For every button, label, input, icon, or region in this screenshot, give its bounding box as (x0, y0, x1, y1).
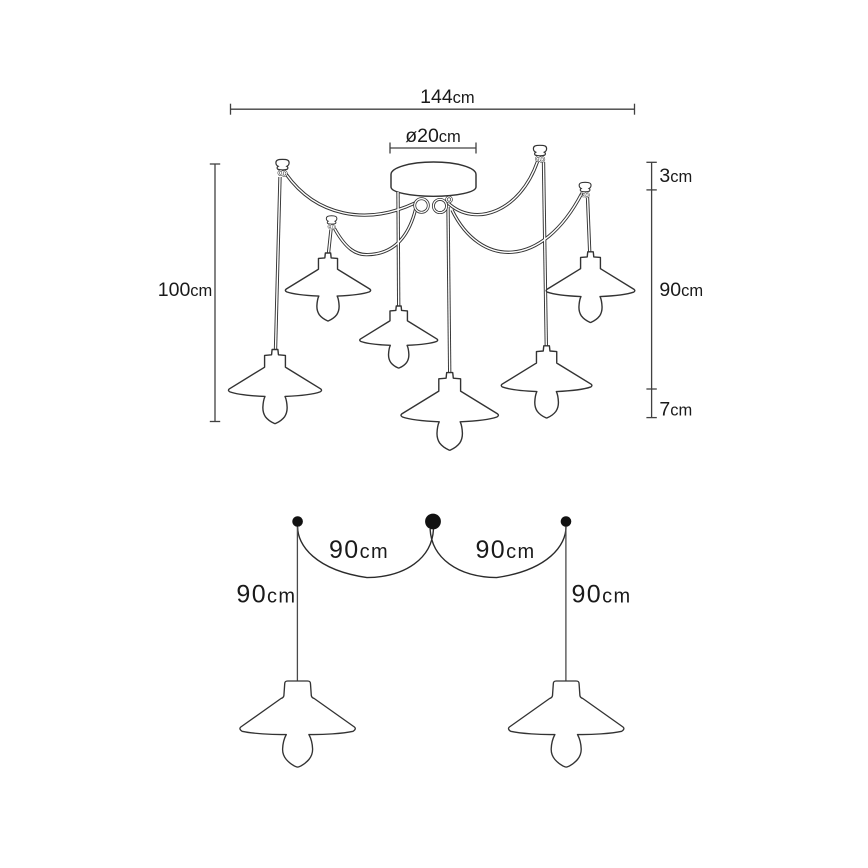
svg-text:7cm: 7cm (659, 399, 692, 421)
svg-text:100cm: 100cm (158, 279, 213, 301)
svg-text:90cm: 90cm (659, 279, 703, 301)
svg-text:90cm: 90cm (329, 536, 389, 564)
svg-text:3cm: 3cm (659, 165, 692, 187)
svg-text:90cm: 90cm (236, 581, 296, 609)
svg-text:90cm: 90cm (572, 581, 632, 609)
svg-text:ø20cm: ø20cm (405, 125, 461, 147)
svg-text:90cm: 90cm (475, 536, 535, 564)
svg-text:144cm: 144cm (420, 86, 475, 108)
